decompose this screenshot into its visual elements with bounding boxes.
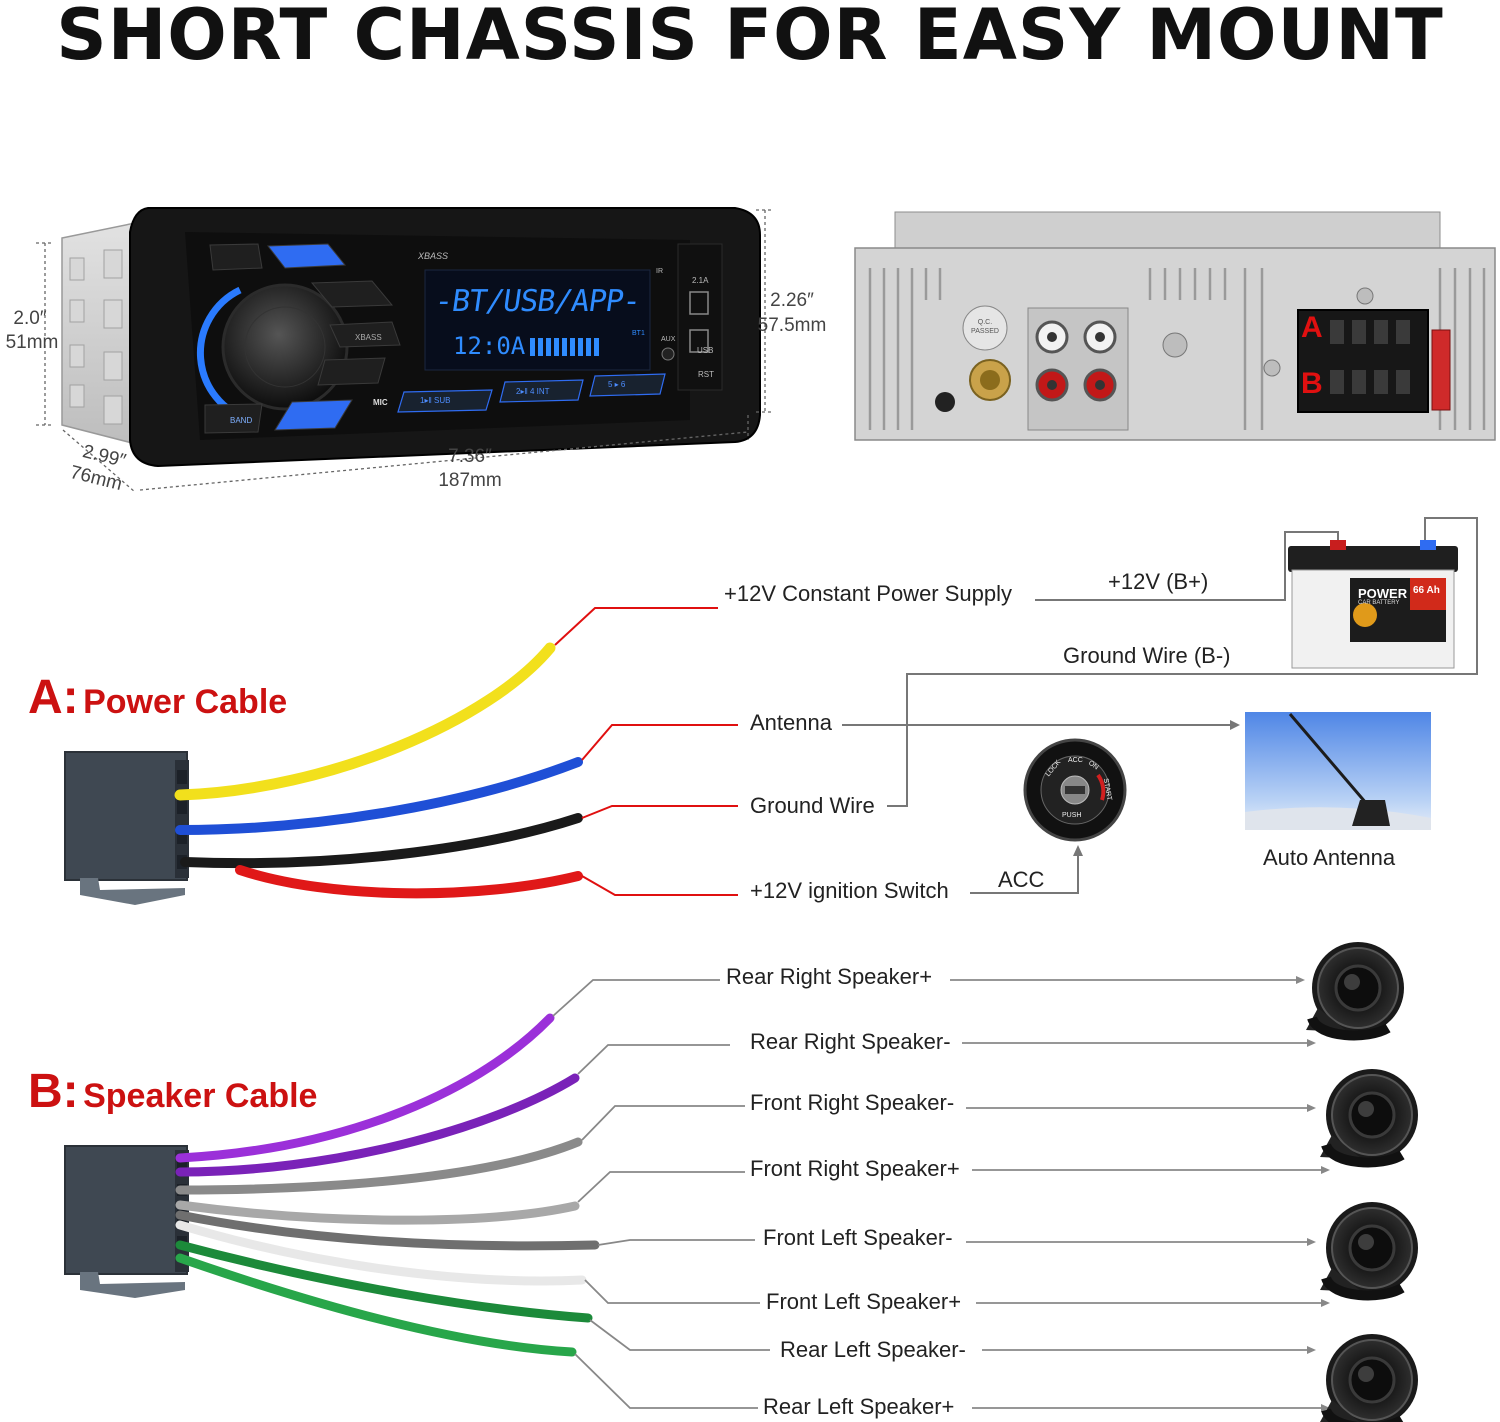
band-button[interactable]: BAND <box>230 416 253 425</box>
wire-label-front-right-plus: Front Right Speaker+ <box>750 1156 960 1181</box>
height-mm-label: 51mm <box>5 332 59 353</box>
radio-eq-bars <box>530 338 600 356</box>
wire-label-rear-left-minus: Rear Left Speaker- <box>780 1337 966 1362</box>
antenna-image <box>1245 712 1431 830</box>
wire-label-constant-power: +12V Constant Power Supply <box>724 581 1013 606</box>
width-mm-label: 187mm <box>438 470 502 491</box>
speaker-connector <box>64 1145 189 1298</box>
radio-display-time: 12:0A <box>453 332 526 360</box>
speaker-leaders <box>552 979 1326 1409</box>
ignition-acc-label: ACC <box>1068 757 1083 764</box>
radio-brand: XBASS <box>418 251 449 261</box>
preset-button-1[interactable]: 1▸‖ SUB <box>420 396 451 405</box>
speaker-cable-letter: B: <box>28 1065 79 1118</box>
battery-sub: CAR BATTERY <box>1358 600 1400 606</box>
front-height-mm-label: 57.5mm <box>757 315 827 336</box>
power-connector <box>64 751 189 905</box>
wire-label-antenna: Antenna <box>750 710 832 735</box>
battery-capacity: 66 Ah <box>1413 585 1440 596</box>
radio-display-top: -BT/USB/APP- <box>432 284 643 319</box>
ignition-push-label: PUSH <box>1062 812 1082 819</box>
wire-label-ignition: +12V ignition Switch <box>750 878 949 903</box>
wire-label-front-left-plus: Front Left Speaker+ <box>766 1289 962 1314</box>
ignition-switch <box>1023 738 1127 842</box>
radio-display-tag: BT1 <box>632 330 645 337</box>
speaker-cable-title: Speaker Cable <box>83 1077 318 1115</box>
power-cable-title: Power Cable <box>83 683 288 721</box>
page-title: SHORT CHASSIS FOR EASY MOUNT <box>56 0 1444 76</box>
ground-b-minus-label: Ground Wire (B-) <box>1063 643 1231 668</box>
rst-button[interactable]: RST <box>698 370 714 379</box>
power-leaders <box>554 607 738 896</box>
wire-label-front-left-minus: Front Left Speaker- <box>763 1225 953 1250</box>
aux-port[interactable]: AUX <box>661 336 676 343</box>
width-inch-label: 7.36″ <box>448 446 492 467</box>
auto-antenna-caption: Auto Antenna <box>1263 845 1396 870</box>
speaker-wires <box>175 1013 600 1357</box>
wire-label-front-right-minus: Front Right Speaker- <box>750 1090 955 1115</box>
speaker-arrowheads <box>1296 976 1330 1412</box>
dimension-lines <box>36 209 774 493</box>
usb-current-label: 2.1A <box>692 276 709 285</box>
wire-label-rear-right-minus: Rear Right Speaker- <box>750 1029 951 1054</box>
connector-a-label: A <box>1301 311 1323 344</box>
front-height-inch-label: 2.26″ <box>770 290 814 311</box>
wire-label-rear-left-plus: Rear Left Speaker+ <box>763 1394 955 1419</box>
radio-unit <box>61 207 761 468</box>
wire-label-ground: Ground Wire <box>750 793 875 818</box>
car-battery <box>1288 540 1458 669</box>
preset-button-3[interactable]: 5 ▸ 6 <box>608 380 626 389</box>
b-plus-label: +12V (B+) <box>1108 569 1209 594</box>
power-cable-letter: A: <box>28 671 79 724</box>
connection-lines <box>842 517 1478 894</box>
usb-port[interactable]: USB <box>697 346 714 355</box>
wire-label-rear-right-plus: Rear Right Speaker+ <box>726 964 933 989</box>
battery-brand: POWER <box>1358 586 1408 601</box>
ir-label: IR <box>656 268 663 275</box>
connector-b-label: B <box>1301 367 1323 400</box>
preset-button-2[interactable]: 2▸‖ 4 INT <box>516 387 550 396</box>
rear-panel <box>854 211 1496 441</box>
acc-label: ACC <box>998 867 1045 892</box>
mic-label: MIC <box>373 398 388 407</box>
xbass-button[interactable]: XBASS <box>355 333 382 342</box>
qc-sticker-label: Q.C. PASSED <box>971 319 999 335</box>
power-wires <box>174 642 583 899</box>
height-inch-label: 2.0″ <box>13 308 47 329</box>
power-cable-heading: A: Power Cable <box>28 670 287 725</box>
speaker-images <box>1306 942 1418 1422</box>
arrowheads <box>1073 720 1240 856</box>
speaker-cable-heading: B: Speaker Cable <box>28 1064 317 1119</box>
